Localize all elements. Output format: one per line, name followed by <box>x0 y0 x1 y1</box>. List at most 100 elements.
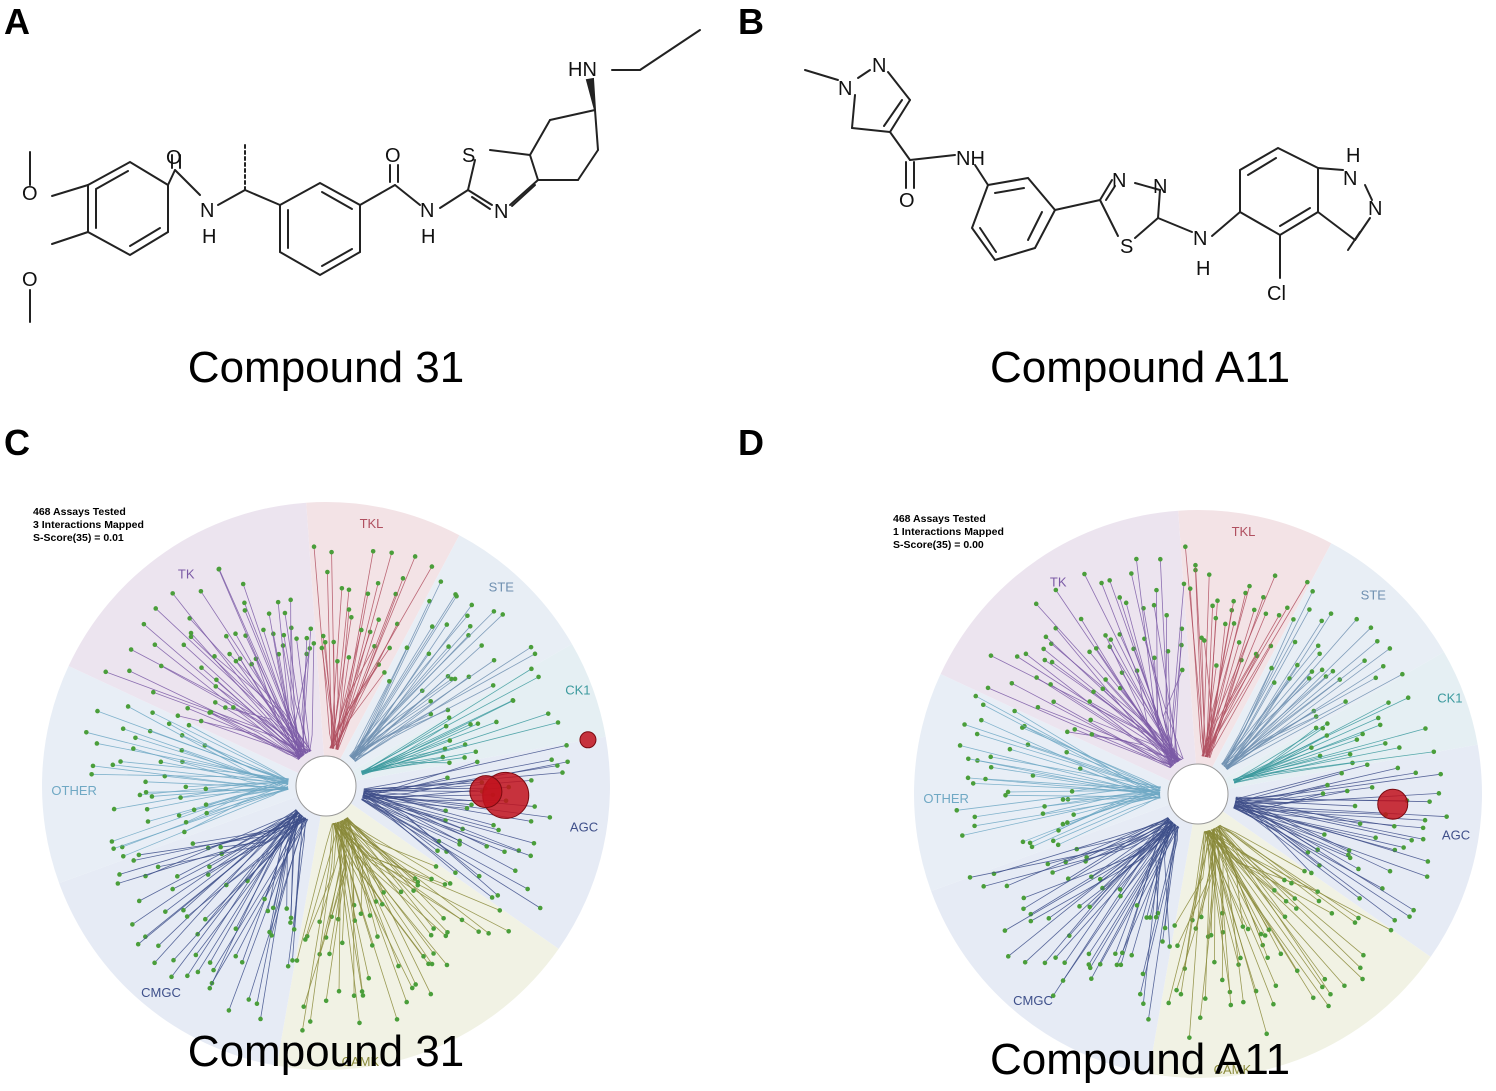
branch <box>1136 670 1172 768</box>
kinase-leaf <box>349 614 354 620</box>
kinase-leaf <box>1310 589 1315 594</box>
branch <box>111 782 289 842</box>
kinase-leaf <box>1009 680 1015 686</box>
kinase-leaf <box>1007 746 1013 752</box>
kinase-leaf <box>246 997 252 1002</box>
tree-center <box>295 755 357 817</box>
kinase-leaf <box>486 931 491 936</box>
kinase-leaf <box>339 585 345 591</box>
kinase-leaf <box>1117 887 1123 892</box>
kinase-leaf <box>1005 789 1011 795</box>
stats-assays: 468 Assays Tested <box>33 506 126 518</box>
kinase-leaf <box>1356 915 1361 921</box>
kinase-leaf <box>376 617 381 622</box>
kinase-leaf <box>1425 859 1431 864</box>
kinase-leaf <box>387 678 392 684</box>
svg-text:O: O <box>22 183 38 205</box>
kinase-leaf <box>288 920 293 925</box>
kinase-leaf <box>233 953 239 959</box>
kinase-leaf <box>207 985 213 991</box>
kinase-leaf <box>547 815 553 820</box>
branch <box>161 665 304 756</box>
kinase-leaf <box>204 810 209 816</box>
kinase-leaf <box>479 643 484 648</box>
kinase-leaf <box>1172 923 1177 928</box>
kinase-leaf <box>170 886 175 892</box>
branch <box>1204 615 1280 757</box>
branch <box>1135 558 1173 767</box>
kinase-leaf <box>1162 925 1168 931</box>
kinase-leaf <box>1107 578 1112 583</box>
kinase-leaf <box>1113 951 1118 957</box>
kinase-leaf <box>529 666 534 672</box>
kinase-leaf <box>120 726 126 732</box>
branch <box>1120 825 1177 897</box>
kinase-leaf <box>1088 717 1093 723</box>
kinase-leaf <box>1306 676 1312 681</box>
kinase-leaf <box>429 876 434 882</box>
kinase-leaf <box>382 670 387 675</box>
branch <box>1234 804 1410 918</box>
kinase-leaf <box>174 874 180 879</box>
branch <box>158 818 308 868</box>
branch <box>1235 797 1361 825</box>
branch <box>1204 607 1288 757</box>
kinase-leaf <box>365 591 371 597</box>
kinase-leaf <box>967 875 973 880</box>
kinase-leaf <box>285 963 291 969</box>
kinase-leaf <box>226 1008 232 1013</box>
kinase-leaf <box>1028 918 1034 924</box>
kinase-leaf <box>1164 612 1169 618</box>
branch <box>296 638 310 752</box>
kinase-leaf <box>1395 765 1401 771</box>
branch <box>185 782 289 788</box>
kinase-leaf <box>980 702 986 708</box>
branch <box>1022 727 1161 789</box>
kinase-leaf <box>359 627 364 633</box>
kinase-leaf <box>223 705 228 710</box>
kinase-leaf <box>1212 959 1217 965</box>
kinase-leaf <box>242 608 248 613</box>
group-label-ste: STE <box>1361 587 1387 602</box>
kinase-leaf <box>972 814 978 820</box>
kinase-leaf <box>186 722 192 728</box>
branch <box>1101 582 1176 764</box>
kinase-leaf <box>203 802 209 807</box>
group-label-other: OTHER <box>51 783 97 798</box>
kinase-leaf <box>1117 595 1123 600</box>
branch <box>1027 744 1161 790</box>
branch <box>209 712 301 759</box>
svg-text:H: H <box>202 226 216 248</box>
branch <box>1005 794 1161 799</box>
kinase-leaf <box>1344 788 1350 794</box>
branch <box>1058 795 1161 846</box>
branch <box>194 788 289 811</box>
branch <box>1156 590 1171 769</box>
kinase-leaf <box>181 642 187 648</box>
kinase-leaf <box>1050 838 1056 844</box>
kinase-leaf <box>954 808 960 813</box>
kinase-leaf <box>131 746 136 751</box>
branch <box>361 744 466 773</box>
kinase-leaf <box>1042 804 1047 809</box>
branch <box>969 823 1175 878</box>
kinase-leaf <box>444 622 450 627</box>
kinase-leaf <box>1357 821 1363 827</box>
kinase-leaf <box>258 1016 263 1022</box>
kinase-leaf <box>89 772 94 777</box>
branch <box>343 819 399 967</box>
kinase-leaf <box>346 607 352 612</box>
kinase-leaf <box>429 961 435 967</box>
kinase-leaf <box>1276 612 1282 618</box>
branch <box>1053 797 1161 842</box>
kinase-leaf <box>545 711 551 716</box>
kinase-leaf <box>1087 649 1092 655</box>
branch <box>1219 825 1361 969</box>
kinase-leaf <box>513 868 518 874</box>
kinase-leaf <box>1422 817 1428 823</box>
kinase-leaf <box>1368 625 1374 631</box>
kinase-leaf <box>564 743 569 748</box>
kinase-leaf <box>981 884 986 889</box>
kinase-leaf <box>473 749 479 755</box>
kinase-leaf <box>1347 855 1353 861</box>
